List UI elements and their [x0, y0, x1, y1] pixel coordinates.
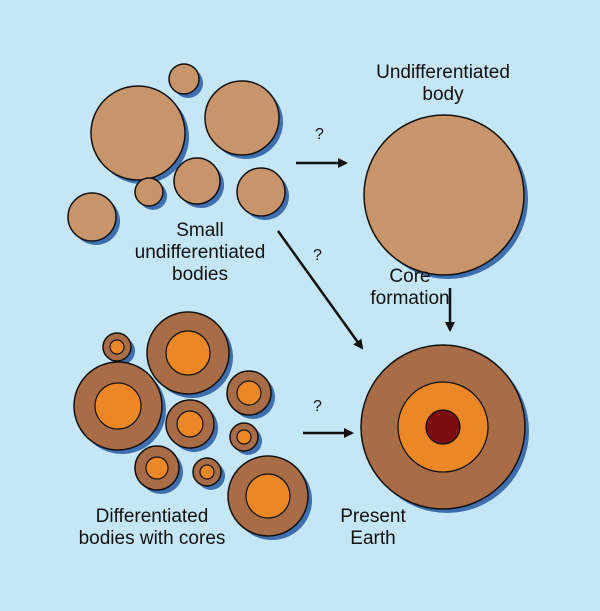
undifferentiated-body-label: Undifferentiated body	[362, 62, 524, 106]
core-formation-label: Core formation	[355, 266, 465, 310]
small-bodies-label: Small undifferentiated bodies	[120, 220, 280, 286]
differentiated-bodies	[73, 311, 312, 540]
present-earth	[360, 344, 529, 513]
label-line: formation	[370, 288, 450, 309]
differentiated-body	[227, 455, 312, 540]
small-body	[67, 192, 120, 245]
differentiated-body	[229, 422, 262, 455]
differentiated-body	[146, 311, 233, 398]
present-earth-label: Present Earth	[328, 506, 418, 550]
label-line: bodies with cores	[78, 528, 226, 549]
differentiated-body	[226, 370, 275, 419]
label-line: Present	[340, 506, 406, 527]
label-line: Small	[176, 220, 224, 241]
small-body	[90, 85, 189, 184]
label-line: Differentiated	[95, 506, 209, 527]
differentiated-bodies-label: Differentiated bodies with cores	[62, 506, 242, 550]
label-line: body	[422, 84, 464, 105]
small-undifferentiated-bodies	[67, 63, 289, 245]
differentiated-body	[192, 457, 225, 490]
small-body	[173, 157, 224, 208]
label-line: Undifferentiated	[376, 62, 510, 83]
differentiated-body	[165, 399, 218, 452]
label-line: undifferentiated	[134, 242, 266, 263]
label-line: Earth	[350, 528, 396, 549]
differentiated-body	[73, 361, 166, 454]
question-mark: ?	[313, 247, 322, 264]
differentiated-body	[102, 332, 135, 365]
differentiated-body	[134, 445, 183, 494]
small-body	[204, 80, 283, 159]
question-mark: ?	[313, 398, 322, 415]
label-line: bodies	[172, 264, 228, 285]
question-mark: ?	[315, 126, 324, 143]
small-body	[134, 177, 167, 210]
undifferentiated-body	[363, 114, 528, 279]
small-body	[236, 167, 289, 220]
label-line: Core	[389, 266, 431, 287]
small-body	[168, 63, 203, 98]
arrow-small-to-earth	[276, 230, 364, 350]
